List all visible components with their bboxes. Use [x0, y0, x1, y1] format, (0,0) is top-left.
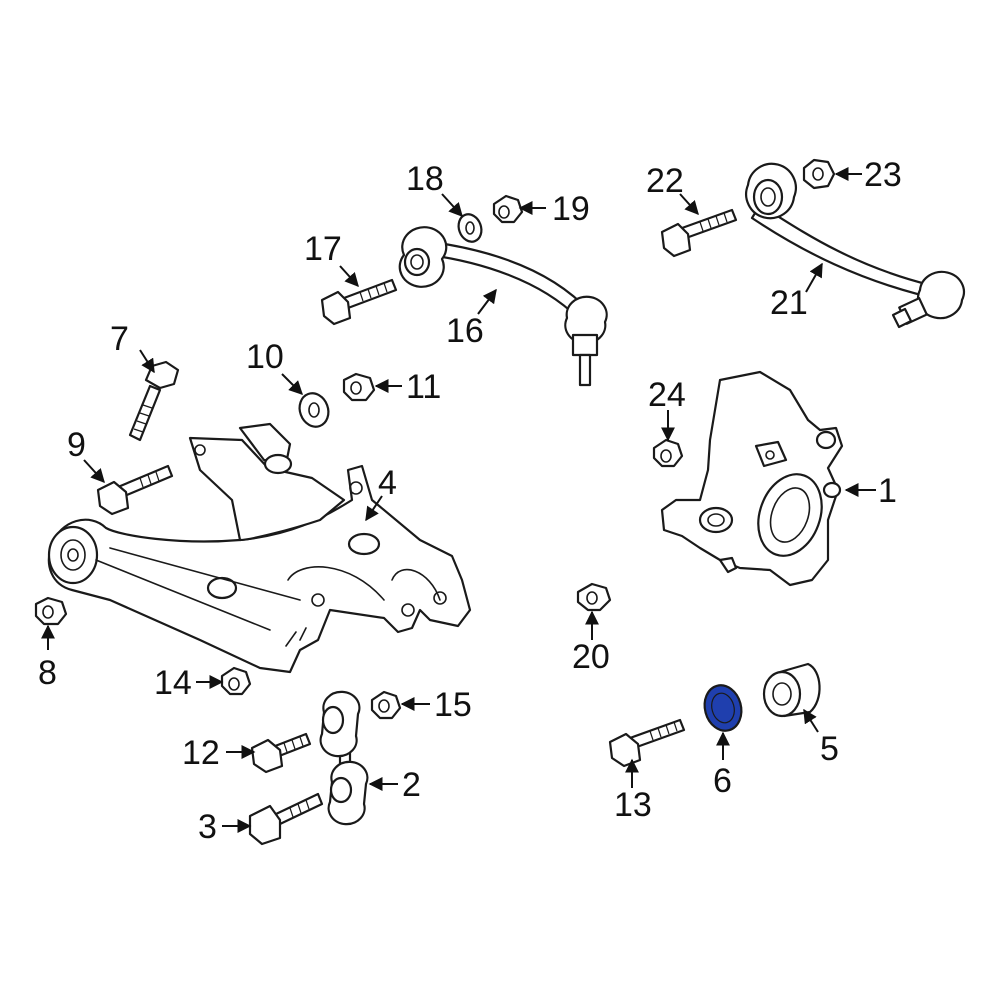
nut-24[interactable] [652, 438, 684, 468]
bolt-3[interactable] [248, 792, 324, 846]
callout-14: 14 [154, 664, 192, 702]
nut-23[interactable] [802, 158, 836, 190]
callout-labels: 1 2 3 4 5 6 7 8 9 10 11 12 13 14 15 16 1… [38, 156, 902, 846]
callout-23: 23 [864, 156, 902, 194]
callout-11: 11 [406, 368, 441, 406]
callout-18: 18 [406, 160, 444, 198]
callout-21: 21 [770, 284, 808, 322]
washer-18[interactable] [455, 211, 485, 245]
nut-11[interactable] [342, 372, 376, 402]
bolt-9[interactable] [96, 464, 174, 516]
nut-8[interactable] [34, 596, 68, 626]
callout-15: 15 [434, 686, 472, 724]
upper-link-16[interactable] [398, 226, 608, 387]
clip-20[interactable] [576, 582, 612, 612]
callout-1: 1 [878, 472, 897, 510]
callout-22: 22 [646, 162, 684, 200]
callout-7: 7 [110, 320, 129, 358]
callout-9: 9 [67, 426, 86, 464]
callout-8: 8 [38, 654, 57, 692]
callout-3: 3 [198, 808, 217, 846]
lower-control-arm-4[interactable] [47, 422, 472, 674]
callout-12: 12 [182, 734, 220, 772]
nut-15[interactable] [370, 690, 402, 720]
nut-14[interactable] [220, 666, 252, 696]
bolt-7[interactable] [128, 360, 180, 442]
bolt-17[interactable] [320, 278, 398, 326]
stabilizer-link-2[interactable] [319, 690, 369, 826]
upper-control-arm-21[interactable] [745, 162, 965, 329]
callout-20: 20 [572, 638, 610, 676]
callout-6: 6 [713, 762, 732, 800]
callout-4: 4 [378, 464, 397, 502]
bolt-12[interactable] [250, 732, 312, 774]
bolt-13[interactable] [608, 718, 686, 768]
knuckle-1[interactable] [660, 370, 844, 587]
callout-2: 2 [402, 766, 421, 804]
callout-17: 17 [304, 230, 342, 268]
callout-13: 13 [614, 786, 652, 824]
callout-16: 16 [446, 312, 484, 350]
callout-5: 5 [820, 730, 839, 768]
nut-19[interactable] [492, 194, 524, 224]
leader-lines [41, 167, 876, 833]
bolt-22[interactable] [660, 208, 738, 258]
callout-10: 10 [246, 338, 284, 376]
callout-24: 24 [648, 376, 686, 414]
callout-19: 19 [552, 190, 590, 228]
washer-10[interactable] [295, 389, 333, 431]
ring-6[interactable] [700, 681, 747, 735]
bushing-5[interactable] [762, 662, 821, 718]
